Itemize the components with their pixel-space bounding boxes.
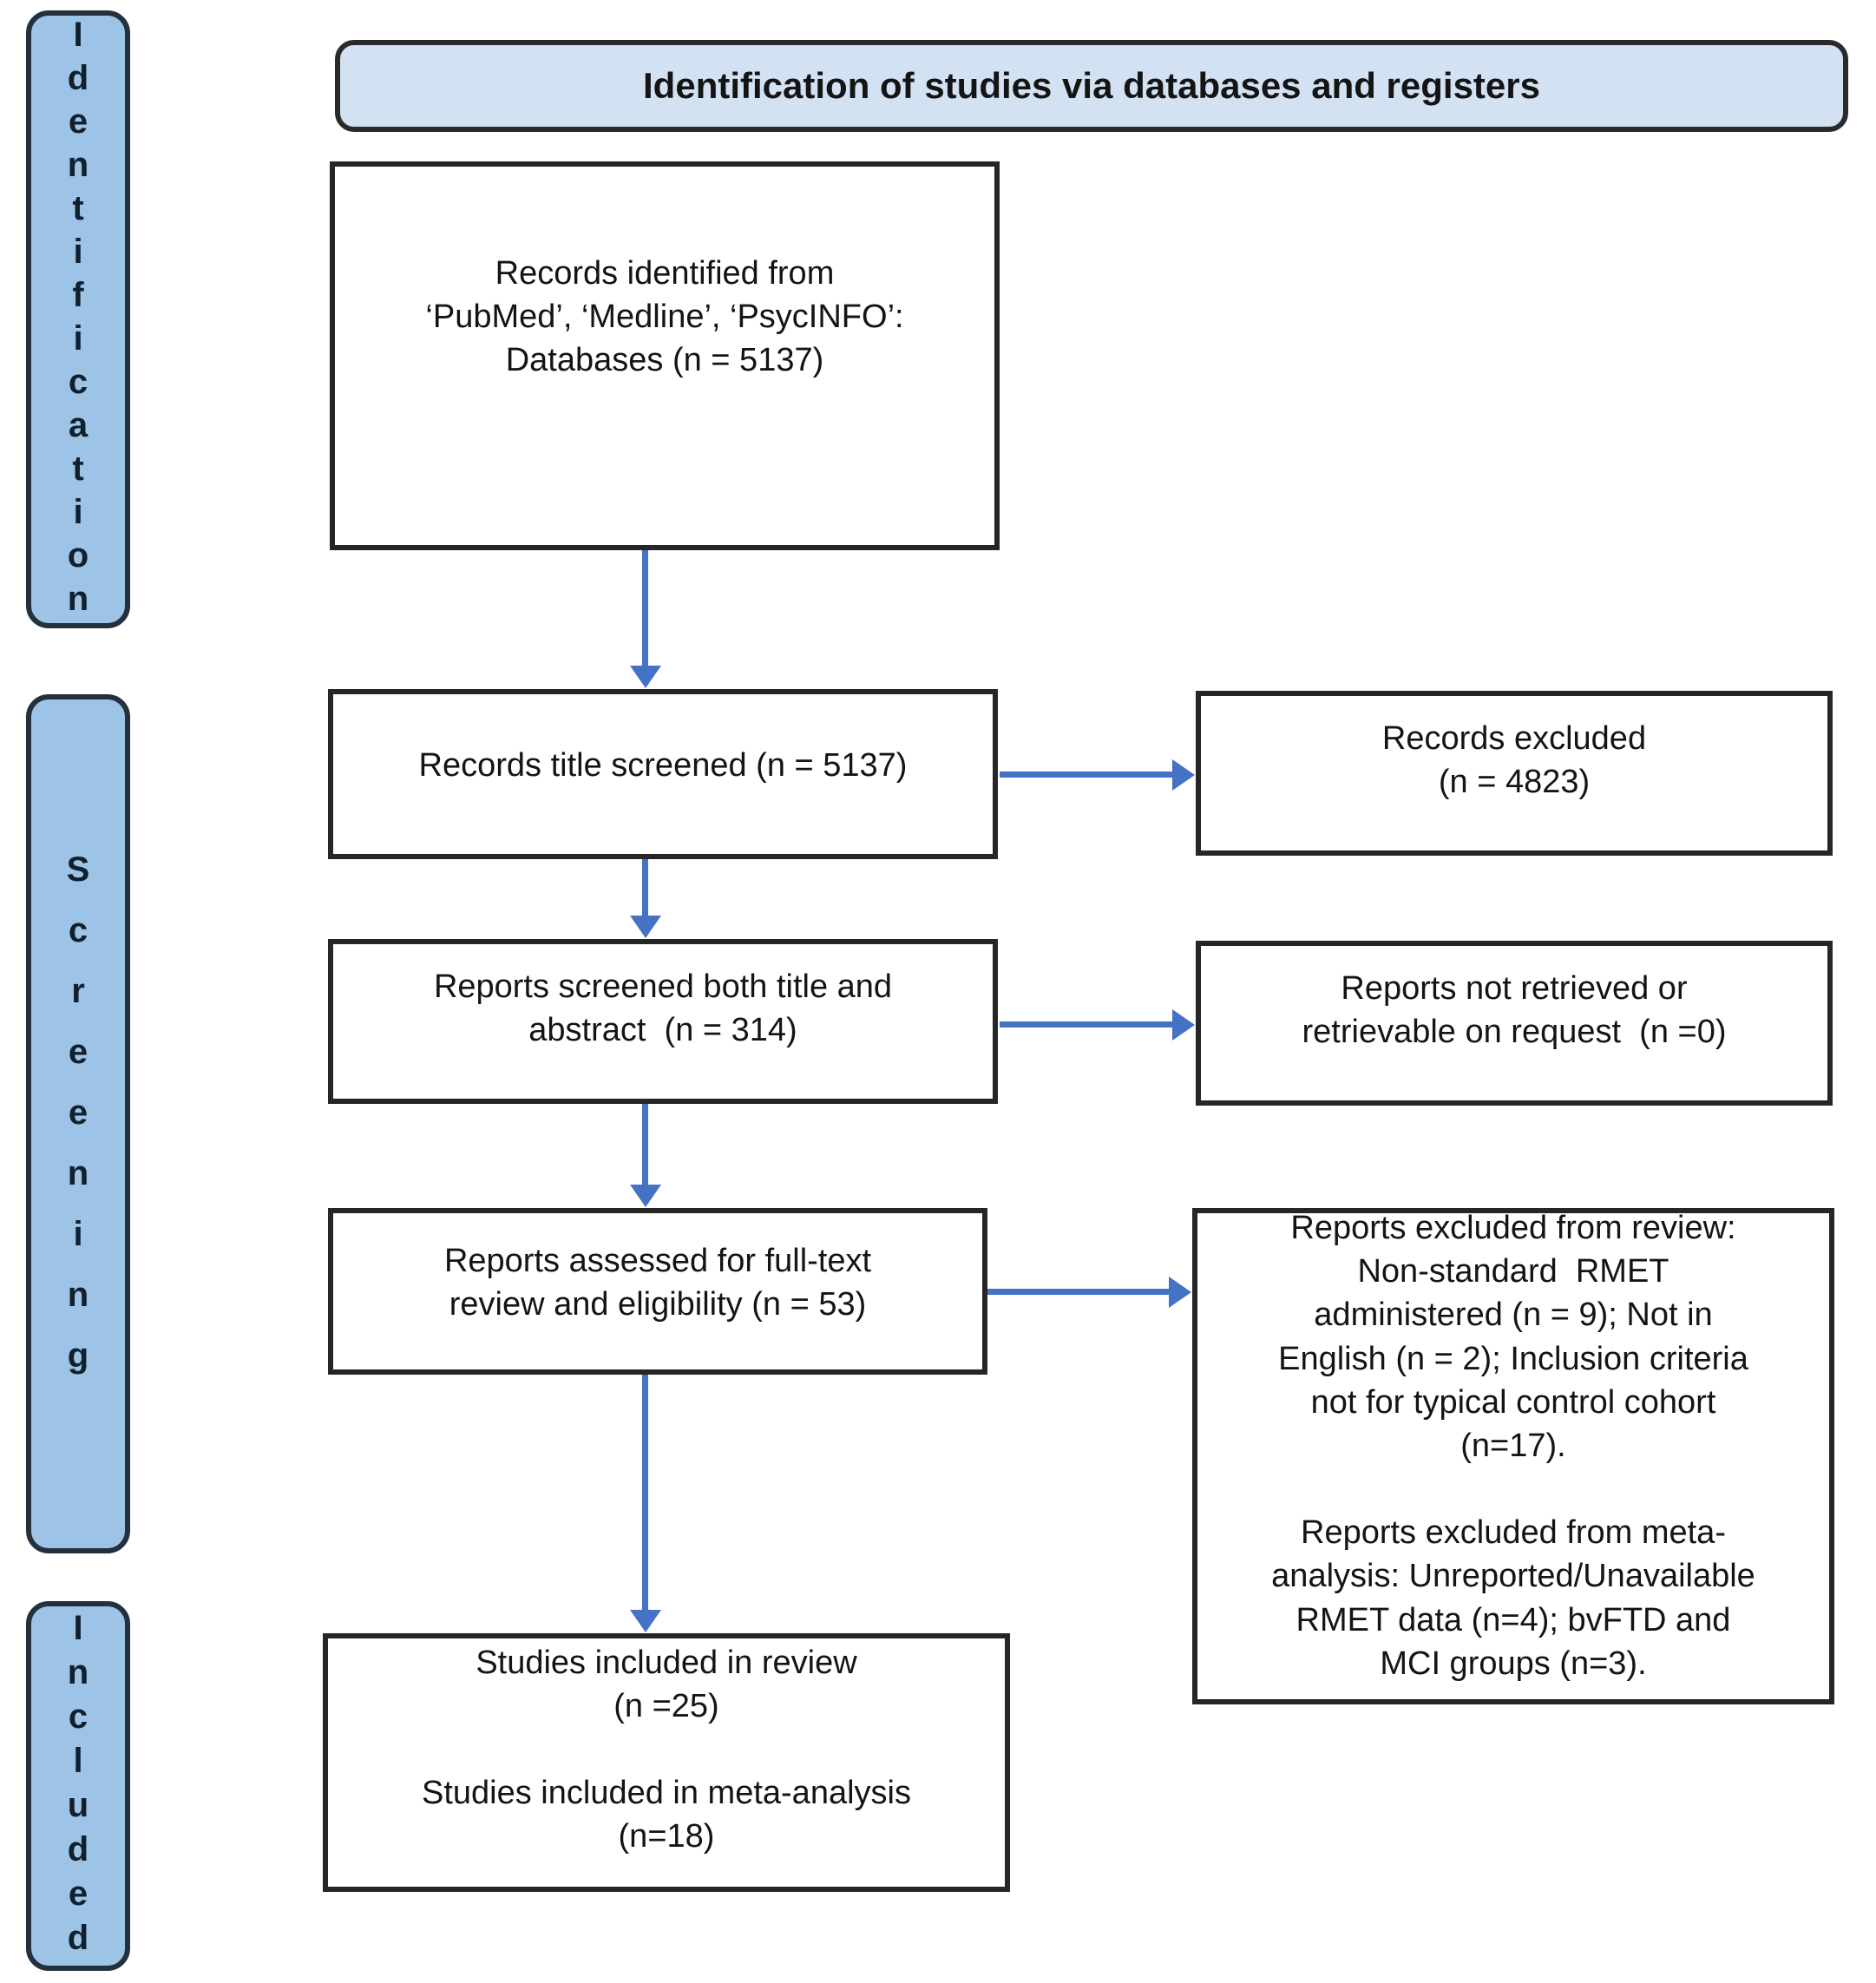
stage-label-screening: Screening — [59, 850, 97, 1397]
arrow-identified-to-title-screened — [642, 550, 648, 666]
box-reports-excluded-reasons: Reports excluded from review: Non-standa… — [1192, 1208, 1834, 1704]
stage-pillar-identification: Identification — [26, 10, 130, 628]
arrow-title-screened-to-abstract-screened — [642, 859, 648, 916]
title-banner-text: Identification of studies via databases … — [643, 65, 1540, 106]
box-reports-not-retrieved: Reports not retrieved or retrievable on … — [1196, 941, 1833, 1106]
arrow-abstract-screened-to-not-retrieved — [1000, 1021, 1173, 1028]
box-reports-assessed: Reports assessed for full-text review an… — [328, 1208, 987, 1375]
stage-pillar-screening: Screening — [26, 694, 130, 1553]
arrow-title-screened-to-excluded — [1000, 772, 1173, 778]
stage-label-identification: Identification — [59, 16, 97, 623]
arrow-fulltext-to-included — [642, 1375, 648, 1611]
box-reports-screened: Reports screened both title and abstract… — [328, 939, 998, 1104]
arrow-abstract-screened-to-fulltext — [642, 1104, 648, 1185]
box-records-title-screened: Records title screened (n = 5137) — [328, 689, 998, 859]
stage-pillar-included: Included — [26, 1601, 130, 1971]
box-studies-included: Studies included in review (n =25) Studi… — [323, 1633, 1010, 1892]
title-banner: Identification of studies via databases … — [335, 40, 1848, 132]
stage-label-included: Included — [59, 1609, 97, 1963]
box-records-excluded: Records excluded (n = 4823) — [1196, 691, 1833, 856]
box-records-identified: Records identified from ‘PubMed’, ‘Medli… — [330, 161, 1000, 550]
arrow-fulltext-to-excluded-reasons — [987, 1289, 1170, 1295]
